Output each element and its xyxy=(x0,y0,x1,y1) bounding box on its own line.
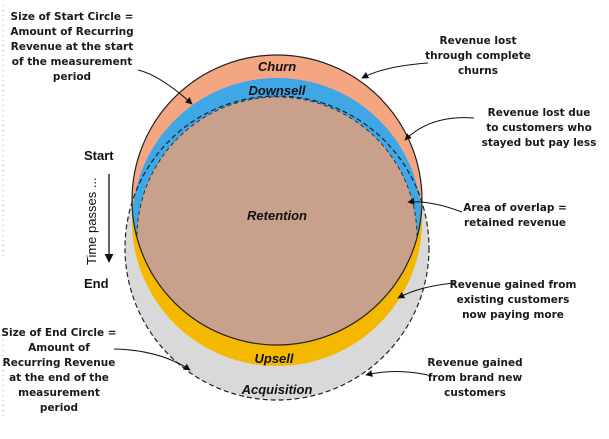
end-label: End xyxy=(84,276,109,291)
arrow-overlap xyxy=(407,197,463,213)
annotation-line: Revenue at the start xyxy=(11,41,133,53)
churn-label: Churn xyxy=(258,59,296,74)
annotation-line: Recurring Revenue xyxy=(3,357,116,369)
annotation-line: period xyxy=(53,71,91,83)
arrow-start-circle xyxy=(137,69,193,105)
annotation-line: measurement xyxy=(18,387,100,399)
annotation-churn: Revenue lost through complete churns xyxy=(425,35,531,77)
upsell-label: Upsell xyxy=(254,351,293,366)
arrow-churn xyxy=(361,62,429,79)
arrow-end-circle xyxy=(113,348,191,371)
annotation-line: Amount of xyxy=(28,342,90,354)
annotation-upsell: Revenue gained from existing customers now… xyxy=(450,279,577,321)
annotation-line: Revenue lost xyxy=(440,35,517,47)
annotation-line: Size of End Circle = xyxy=(1,327,116,339)
annotation-end-circle: Size of End Circle = Amount of Recurring R… xyxy=(1,327,116,414)
annotation-line: Size of Start Circle = xyxy=(11,11,134,23)
annotation-overlap: Area of overlap = retained revenue xyxy=(463,202,567,229)
annotation-line: Amount of Recurring xyxy=(10,26,133,38)
annotation-start-circle: Size of Start Circle = Amount of Recurrin… xyxy=(10,11,133,83)
annotation-line: stayed but pay less xyxy=(482,137,597,149)
arrow-acquisition xyxy=(365,370,429,377)
retention-label: Retention xyxy=(247,208,307,223)
start-circle-outline xyxy=(131,54,423,346)
retention-outline xyxy=(136,96,418,345)
annotation-line: Area of overlap = xyxy=(463,202,567,214)
annotation-line: Revenue gained xyxy=(427,357,522,369)
annotation-line: at the end of the xyxy=(9,372,109,384)
start-label: Start xyxy=(84,148,114,163)
annotation-line: from brand new xyxy=(428,372,523,384)
annotation-downsell: Revenue lost due to customers who stayed b… xyxy=(482,107,597,149)
time-passes-label: Time passes ... xyxy=(84,177,99,265)
arrow-downsell xyxy=(404,117,475,141)
retention-area xyxy=(137,97,417,345)
downsell-label: Downsell xyxy=(248,83,305,98)
annotation-line: now paying more xyxy=(462,309,564,321)
annotation-line: customers xyxy=(444,387,506,399)
annotation-line: retained revenue xyxy=(464,217,566,229)
end-circle-outline xyxy=(124,95,430,401)
annotation-acquisition: Revenue gained from brand new customers xyxy=(427,357,522,399)
annotation-line: Revenue gained from xyxy=(450,279,577,291)
annotation-line: churns xyxy=(458,65,498,77)
annotation-line: Revenue lost due xyxy=(488,107,591,119)
annotation-line: of the measurement xyxy=(12,56,132,68)
arrow-upsell xyxy=(397,282,456,299)
annotation-line: to customers who xyxy=(486,122,592,134)
acquisition-label: Acquisition xyxy=(241,382,313,397)
annotation-line: existing customers xyxy=(457,294,570,306)
annotation-line: period xyxy=(40,402,78,414)
annotation-line: through complete xyxy=(425,50,531,62)
